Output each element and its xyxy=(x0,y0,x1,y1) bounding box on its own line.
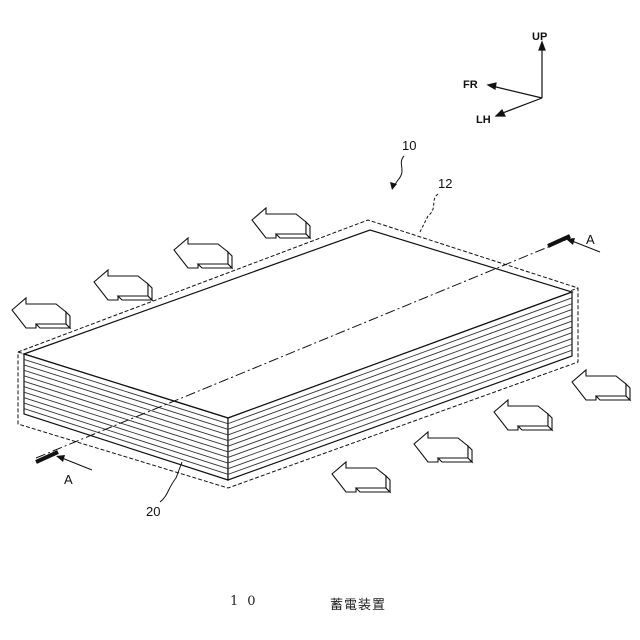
caption-title: 蓄電装置 xyxy=(330,594,386,613)
airflow-arrow xyxy=(494,400,552,430)
airflow-arrow xyxy=(572,370,630,400)
caption-reference-number: 10 xyxy=(230,594,265,609)
orientation-compass xyxy=(488,42,545,116)
ref-label-case: 12 xyxy=(438,176,452,191)
axis-label-fr: FR xyxy=(463,79,478,91)
section-label-bottom: A xyxy=(64,472,73,487)
airflow-arrow xyxy=(414,432,472,462)
leader-case xyxy=(420,194,438,232)
section-arrow-bottom-head xyxy=(56,455,65,462)
leader-device xyxy=(394,156,404,186)
airflow-arrow xyxy=(12,298,70,328)
section-arrow-bottom-shaft xyxy=(62,458,92,470)
section-mark-top xyxy=(548,236,570,246)
axis-label-up: UP xyxy=(532,31,547,43)
airflow-arrow xyxy=(94,270,152,300)
section-label-top: A xyxy=(586,232,595,247)
leader-stack xyxy=(160,462,182,502)
ref-label-device: 10 xyxy=(402,138,416,153)
airflow-arrow xyxy=(332,462,390,492)
axis-label-lh: LH xyxy=(476,114,491,126)
airflow-arrow xyxy=(174,238,232,268)
airflow-arrow xyxy=(252,208,310,238)
cell-stack xyxy=(24,230,572,480)
section-arrow-top-head xyxy=(566,238,575,245)
ref-label-stack: 20 xyxy=(146,504,160,519)
